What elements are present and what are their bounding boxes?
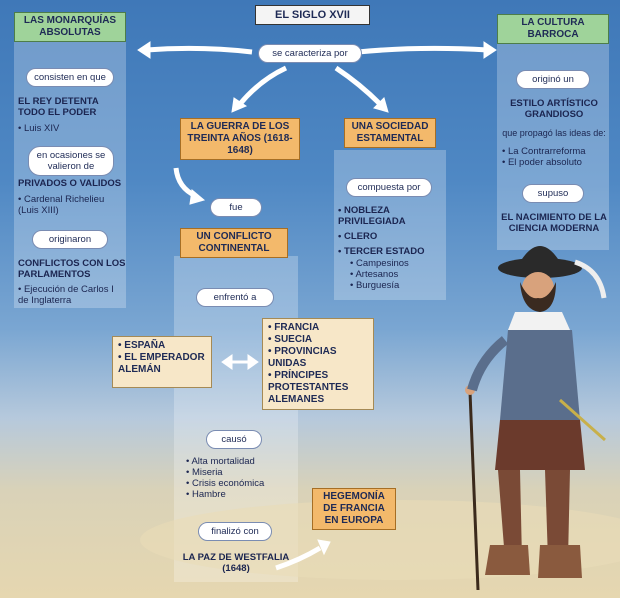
side-a-emperor: EL EMPERADOR ALEMÁN <box>118 352 206 376</box>
hegemony-box: HEGEMONÍA DE FRANCIA EN EUROPA <box>312 488 396 530</box>
side-a-spain: ESPAÑA <box>118 340 206 352</box>
sub-bourgeoisie: Burguesía <box>350 280 446 291</box>
side-b-box: FRANCIA SUECIA PROVINCIAS UNIDAS PRÍNCIP… <box>262 318 374 410</box>
idea-absolute-power: El poder absoluto <box>502 157 610 168</box>
society-nobility: NOBLEZA PRIVILEGIADA <box>338 205 448 227</box>
thirty-years-war-header: LA GUERRA DE LOS TREINTA AÑOS (1618-1648… <box>180 118 300 160</box>
ocasiones-label: en ocasiones se valieron de <box>28 146 114 176</box>
arrows <box>137 41 497 571</box>
side-b-protestant-princes: PRÍNCIPES PROTESTANTES ALEMANES <box>268 370 368 406</box>
king-example-list: Luis XIV <box>18 123 126 134</box>
estate-society-header: UNA SOCIEDAD ESTAMENTAL <box>344 118 436 148</box>
third-estate-sub-items: Campesinos Artesanos Burguesía <box>350 258 446 291</box>
finalizo-label: finalizó con <box>198 522 272 541</box>
compuesta-label: compuesta por <box>346 178 432 197</box>
ideas-list: La Contrarreforma El poder absoluto <box>502 146 610 168</box>
privados-example-list: Cardenal Richelieu (Luis XIII) <box>18 194 126 216</box>
absolute-monarchies-header: LAS MONARQUÍAS ABSOLUTAS <box>14 12 126 42</box>
side-a-box: ESPAÑA EL EMPERADOR ALEMÁN <box>112 336 212 388</box>
effect-mortality: Alta mortalidad <box>186 456 296 467</box>
side-b-sweden: SUECIA <box>268 334 368 346</box>
effect-hunger: Hambre <box>186 489 296 500</box>
society-items: NOBLEZA PRIVILEGIADA CLERO TERCER ESTADO <box>338 205 448 257</box>
king-text: EL REY DETENTA TODO EL PODER <box>18 96 99 118</box>
effect-misery: Miseria <box>186 467 296 478</box>
side-b-united-provinces: PROVINCIAS UNIDAS <box>268 346 368 370</box>
modern-science: EL NACIMIENTO DE LA CIENCIA MODERNA <box>501 212 607 234</box>
artistic-style: ESTILO ARTÍSTICO GRANDIOSO <box>510 98 598 120</box>
effect-crisis: Crisis económica <box>186 478 296 489</box>
sub-peasants: Campesinos <box>350 258 446 269</box>
propago-label: que propagó las ideas de: <box>502 128 606 138</box>
society-third-estate: TERCER ESTADO <box>338 246 448 257</box>
conflictos-example: Ejecución de Carlos I de Inglaterra <box>18 284 126 306</box>
originaron-label: originaron <box>32 230 108 249</box>
continental-conflict: UN CONFLICTO CONTINENTAL <box>180 228 288 258</box>
causo-label: causó <box>206 430 262 449</box>
privados-text: PRIVADOS O VALIDOS <box>18 178 122 189</box>
central-title: EL SIGLO XVII <box>255 5 370 25</box>
privados-example: Cardenal Richelieu (Luis XIII) <box>18 194 126 216</box>
king-example: Luis XIV <box>18 123 126 134</box>
peace-westphalia: LA PAZ DE WESTFALIA (1648) <box>182 552 290 574</box>
side-b-france: FRANCIA <box>268 322 368 334</box>
baroque-culture-header: LA CULTURA BARROCA <box>497 14 609 44</box>
central-connector: se caracteriza por <box>258 44 362 63</box>
fue-label: fue <box>210 198 262 217</box>
idea-counter-reformation: La Contrarreforma <box>502 146 610 157</box>
cavalier-illustration <box>465 246 607 591</box>
effects-list: Alta mortalidad Miseria Crisis económica… <box>186 456 296 500</box>
supuso-label: supuso <box>522 184 584 203</box>
enfrento-label: enfrentó a <box>196 288 274 307</box>
conflictos-text: CONFLICTOS CON LOS PARLAMENTOS <box>18 258 126 280</box>
society-clergy: CLERO <box>338 231 448 242</box>
conflictos-example-list: Ejecución de Carlos I de Inglaterra <box>18 284 126 306</box>
origino-label: originó un <box>516 70 590 89</box>
consist-label: consisten en que <box>26 68 114 87</box>
sub-artisans: Artesanos <box>350 269 446 280</box>
